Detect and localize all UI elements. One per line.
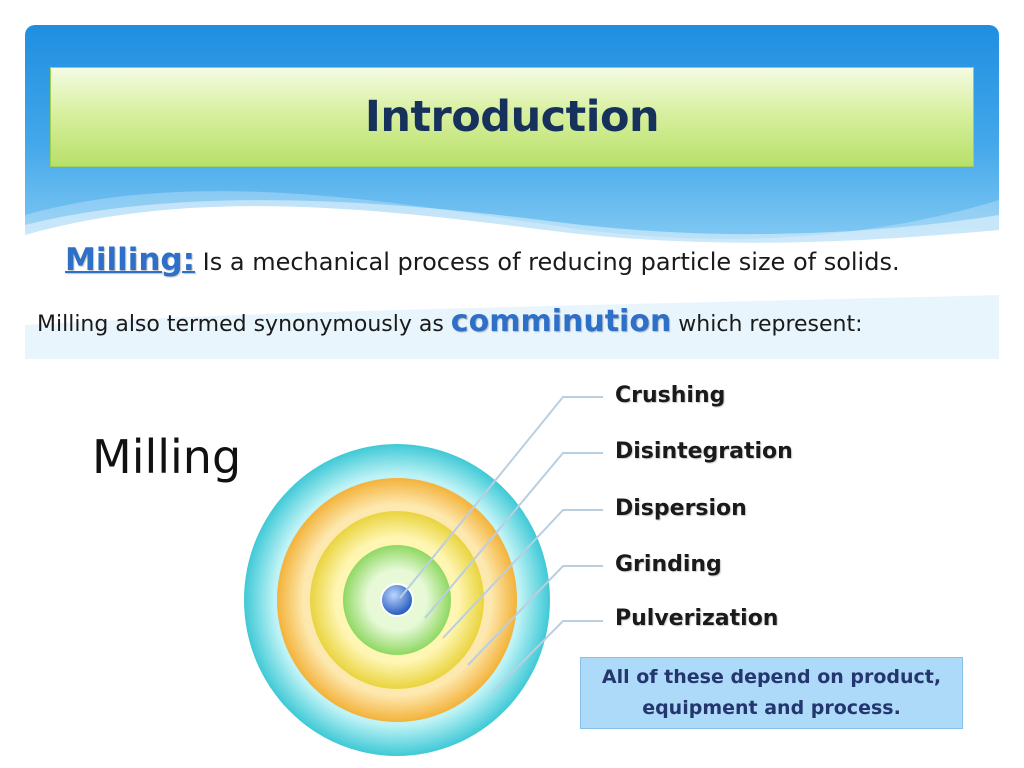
definition-term: Milling: xyxy=(65,242,196,278)
definition-text: Is a mechanical process of reducing part… xyxy=(195,248,900,276)
connector-grinding xyxy=(467,565,603,666)
definition-line: Milling: Is a mechanical process of redu… xyxy=(65,242,900,278)
synonym-suffix: which represent: xyxy=(671,312,863,337)
connector-crushing xyxy=(399,396,603,599)
synonym-prefix: Milling also termed synonymously as xyxy=(37,312,451,337)
item-grinding: Grinding xyxy=(615,552,722,577)
connector-lines xyxy=(399,396,603,693)
note-text: All of these depend on product, equipmen… xyxy=(601,666,942,719)
item-crushing: Crushing xyxy=(615,383,726,408)
item-dispersion: Dispersion xyxy=(615,496,747,521)
slide-title: Introduction xyxy=(364,92,660,142)
connector-pulverization xyxy=(492,620,603,693)
synonym-line: Milling also termed synonymously as comm… xyxy=(37,304,863,339)
connector-disintegration xyxy=(424,452,603,619)
item-pulverization: Pulverization xyxy=(615,606,779,631)
synonym-term: comminution xyxy=(450,304,672,339)
title-box: Introduction xyxy=(50,67,974,167)
diagram-label: Milling xyxy=(92,430,242,484)
header-wave-decoration xyxy=(25,191,999,359)
item-disintegration: Disintegration xyxy=(615,439,793,464)
connector-dispersion xyxy=(442,509,603,639)
note-box: All of these depend on product, equipmen… xyxy=(580,657,963,729)
